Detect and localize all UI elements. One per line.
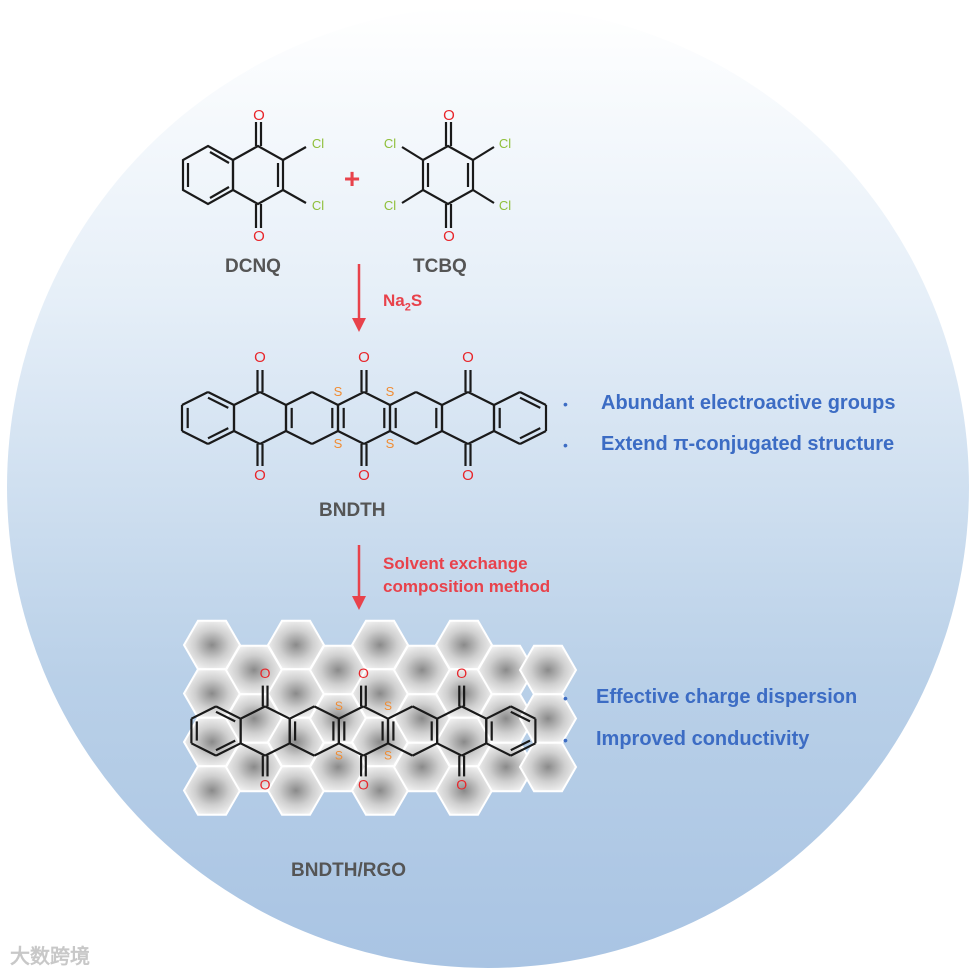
bullet-marker: • <box>563 396 568 412</box>
oxygen-atom: O <box>358 777 369 793</box>
oxygen-atom: O <box>462 467 474 484</box>
dcnq-label: DCNQ <box>225 256 281 277</box>
sulfur-atom: S <box>334 384 343 399</box>
watermark-logo: 大数跨境 <box>10 946 90 968</box>
sulfur-atom: S <box>334 436 343 451</box>
background-circle <box>7 6 969 968</box>
sulfur-atom: S <box>384 699 392 713</box>
oxygen-atom: O <box>254 467 266 484</box>
tcbq-label: TCBQ <box>413 256 467 277</box>
feature-conjugated: Extend π-conjugated structure <box>601 433 895 455</box>
tcbq-oxygen-top: O <box>443 107 455 124</box>
tcbq-chlorine-tr: Cl <box>499 136 511 151</box>
bndth-label: BNDTH <box>319 500 386 521</box>
bndth-structure: O O O O O O S S S S <box>180 349 548 484</box>
oxygen-atom: O <box>358 665 369 681</box>
bullet-marker: • <box>563 690 568 706</box>
oxygen-atom: O <box>358 467 370 484</box>
tcbq-structure <box>401 122 495 228</box>
oxygen-atom: O <box>358 349 370 366</box>
dcnq-oxygen-top: O <box>253 107 265 124</box>
oxygen-atom: O <box>260 777 271 793</box>
graphene-hexagon <box>518 741 578 793</box>
composite-label: BNDTH/RGO <box>291 860 407 881</box>
reaction-arrow-2 <box>352 545 366 610</box>
reagent-label: Na2S <box>383 290 422 318</box>
dcnq-chlorine-top: Cl <box>312 136 324 151</box>
sulfur-atom: S <box>335 748 343 762</box>
bullet-marker: • <box>563 732 568 748</box>
sulfur-atom: S <box>335 699 343 713</box>
tcbq-chlorine-tl: Cl <box>384 136 396 151</box>
tcbq-oxygen-bottom: O <box>443 228 455 245</box>
reagent-subscript: 2 <box>404 301 411 314</box>
bullet-marker: • <box>563 437 568 453</box>
oxygen-atom: O <box>254 349 266 366</box>
tcbq-chlorine-bl: Cl <box>384 198 396 213</box>
dcnq-structure <box>181 122 307 228</box>
oxygen-atom: O <box>456 665 467 681</box>
sulfur-atom: S <box>384 748 392 762</box>
feature-conductivity: Improved conductivity <box>596 728 810 750</box>
sulfur-atom: S <box>386 384 395 399</box>
sulfur-atom: S <box>386 436 395 451</box>
step2-line1: Solvent exchange <box>383 554 528 573</box>
oxygen-atom: O <box>456 777 467 793</box>
bndth-rgo-structure: O O O O O O S S S S <box>190 665 537 793</box>
graphene-hexagon <box>476 741 536 793</box>
reagent-tail: S <box>410 291 423 310</box>
oxygen-atom: O <box>462 349 474 366</box>
reagent-main: Na <box>383 291 405 310</box>
graphene-hexagon <box>518 644 578 696</box>
dcnq-oxygen-bottom: O <box>253 228 265 245</box>
feature-electroactive: Abundant electroactive groups <box>601 392 896 414</box>
oxygen-atom: O <box>260 665 271 681</box>
dcnq-chlorine-bottom: Cl <box>312 198 324 213</box>
step2-line2: composition method <box>383 577 551 596</box>
feature-charge-dispersion: Effective charge dispersion <box>596 686 858 708</box>
plus-sign: + <box>344 163 360 194</box>
reaction-arrow-1 <box>352 264 366 332</box>
tcbq-chlorine-br: Cl <box>499 198 511 213</box>
